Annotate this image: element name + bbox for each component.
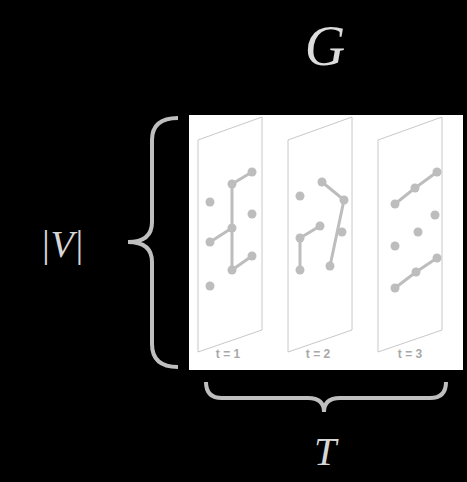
bottom-brace [206,382,446,412]
time-count: T [314,432,336,472]
graph-symbol: G [305,18,345,74]
left-brace [128,118,178,367]
planes [198,117,442,352]
time-label: t = 3 [398,348,422,360]
graph-edges [210,172,437,288]
node-count: |V| [40,225,84,263]
panel [189,115,463,370]
time-label: t = 2 [306,348,330,360]
graph-vertices [206,168,442,293]
time-label: t = 1 [216,348,240,360]
